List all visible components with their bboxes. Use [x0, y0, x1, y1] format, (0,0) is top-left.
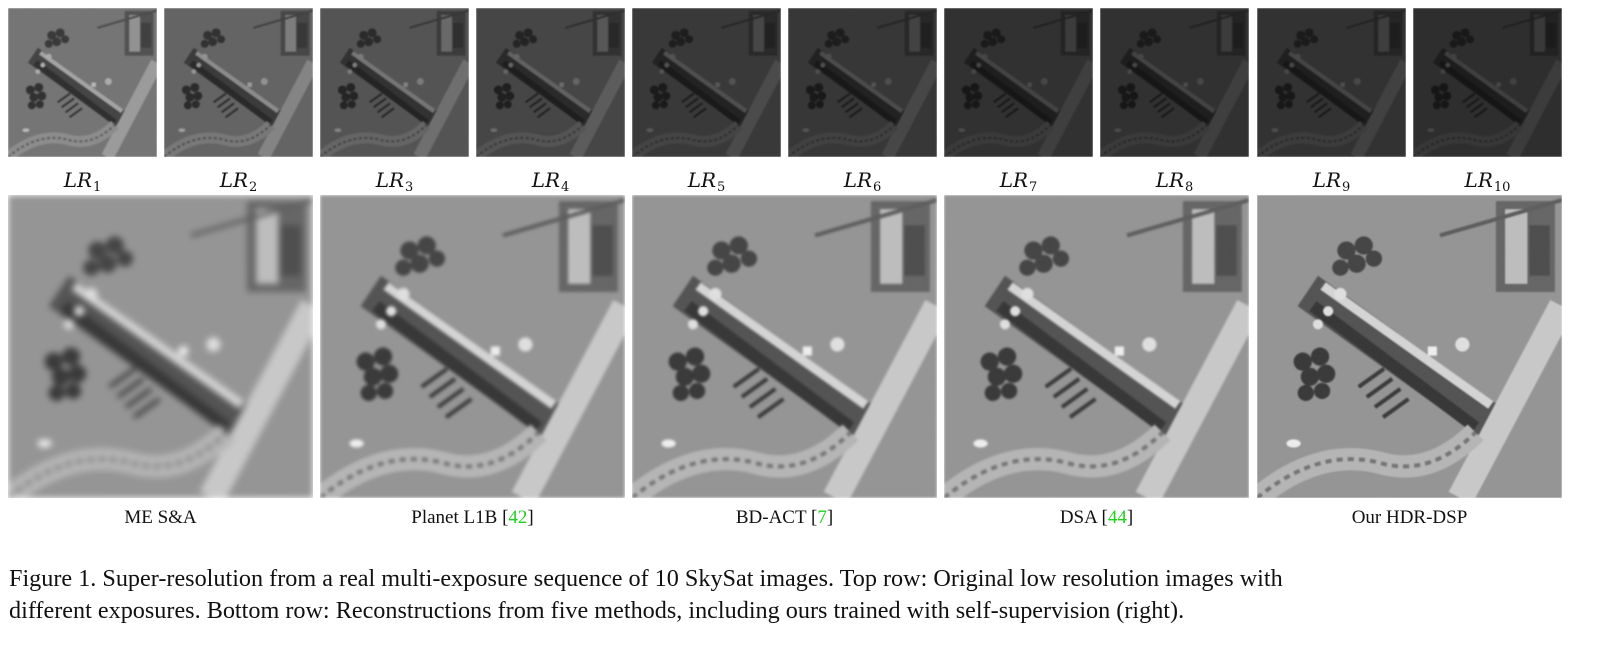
- method-label-planet-l1b: Planet L1B [42]: [411, 507, 534, 528]
- reconstruction-panel-me-sa: ME S&A: [8, 195, 313, 535]
- lr-label-7: LR7: [999, 168, 1038, 195]
- caption-line-2: different exposures. Bottom row: Reconst…: [9, 597, 1185, 624]
- lr-panel-1: LR1: [8, 8, 157, 195]
- lr-label-10: LR10: [1464, 168, 1511, 195]
- lr-label-1: LR1: [63, 168, 102, 195]
- lr-image-9: [1257, 8, 1406, 157]
- method-label-hdr-dsp: Our HDR-DSP: [1351, 507, 1468, 528]
- citation-link[interactable]: 7: [817, 507, 827, 528]
- method-label-bd-act: BD-ACT [7]: [735, 507, 834, 528]
- lr-label-2: LR2: [219, 168, 258, 195]
- reconstruction-row: ME S&A Planet L1B [42] BD-ACT [7] DSA [4…: [8, 195, 1592, 535]
- reconstruction-image-planet-l1b: [320, 195, 625, 498]
- citation-link[interactable]: 44: [1107, 507, 1127, 528]
- lr-panel-7: LR7: [944, 8, 1093, 195]
- lr-image-3: [320, 8, 469, 157]
- method-label-dsa: DSA [44]: [1059, 507, 1134, 528]
- lr-image-row: LR1 LR2 LR3 LR4 LR5 LR6 LR7: [8, 8, 1592, 195]
- lr-label-6: LR6: [843, 168, 882, 195]
- lr-image-2: [164, 8, 313, 157]
- lr-image-7: [944, 8, 1093, 157]
- citation-link[interactable]: 42: [508, 507, 528, 528]
- lr-panel-3: LR3: [320, 8, 469, 195]
- reconstruction-image-hdr-dsp: [1257, 195, 1562, 498]
- lr-image-5: [632, 8, 781, 157]
- reconstruction-image-dsa: [944, 195, 1249, 498]
- caption-line-1: Figure 1. Super-resolution from a real m…: [9, 565, 1283, 592]
- lr-image-8: [1100, 8, 1249, 157]
- lr-image-6: [788, 8, 937, 157]
- lr-image-4: [476, 8, 625, 157]
- lr-panel-6: LR6: [788, 8, 937, 195]
- lr-panel-4: LR4: [476, 8, 625, 195]
- lr-panel-10: LR10: [1413, 8, 1562, 195]
- figure-caption: Figure 1. Super-resolution from a real m…: [9, 563, 1589, 627]
- lr-panel-9: LR9: [1257, 8, 1406, 195]
- reconstruction-panel-dsa: DSA [44]: [944, 195, 1249, 535]
- method-label-me-sa: ME S&A: [124, 507, 197, 528]
- lr-label-3: LR3: [375, 168, 414, 195]
- lr-panel-5: LR5: [632, 8, 781, 195]
- lr-panel-8: LR8: [1100, 8, 1249, 195]
- lr-image-1: [8, 8, 157, 157]
- lr-label-9: LR9: [1312, 168, 1351, 195]
- lr-panel-2: LR2: [164, 8, 313, 195]
- lr-label-4: LR4: [531, 168, 570, 195]
- reconstruction-panel-bd-act: BD-ACT [7]: [632, 195, 937, 535]
- lr-image-10: [1413, 8, 1562, 157]
- reconstruction-panel-planet-l1b: Planet L1B [42]: [320, 195, 625, 535]
- reconstruction-image-me-sa: [8, 195, 313, 498]
- lr-label-8: LR8: [1155, 168, 1194, 195]
- lr-label-5: LR5: [687, 168, 726, 195]
- reconstruction-image-bd-act: [632, 195, 937, 498]
- reconstruction-panel-hdr-dsp: Our HDR-DSP: [1257, 195, 1562, 535]
